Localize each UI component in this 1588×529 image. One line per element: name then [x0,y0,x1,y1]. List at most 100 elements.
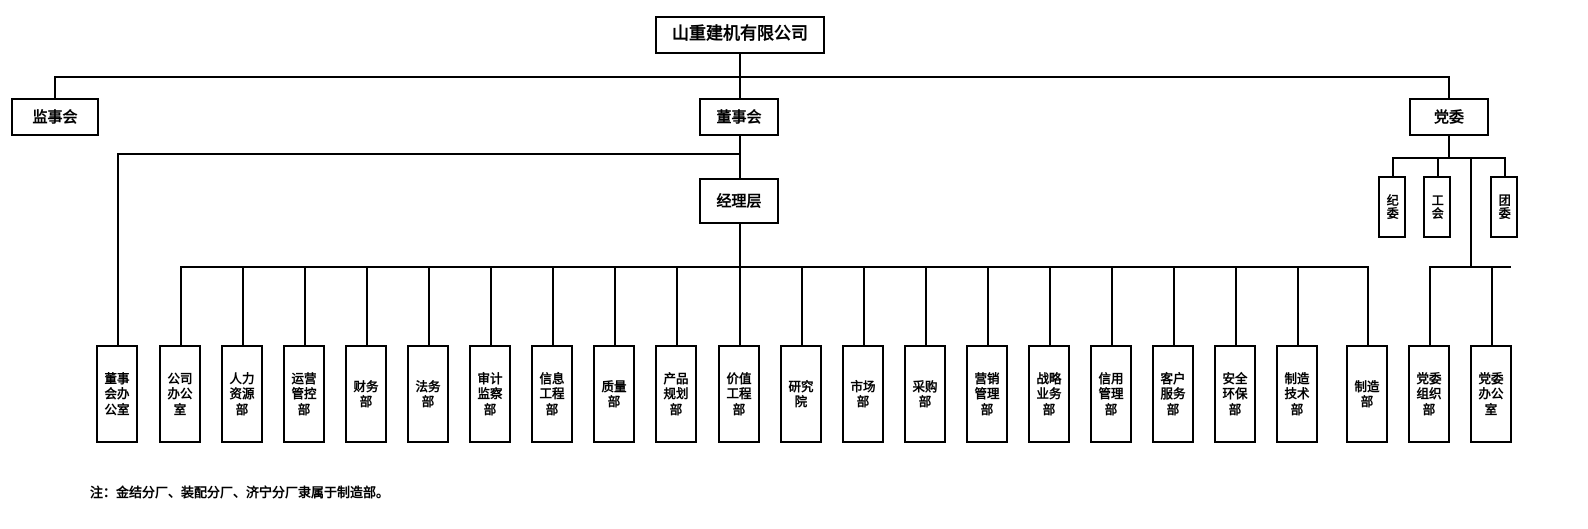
node-dept-human-resources[interactable]: 人力资源部 [221,345,263,443]
connector-dept-drop [1111,266,1113,345]
connector-dept-drop [676,266,678,345]
node-label: 制造部 [1354,378,1380,409]
node-dept-research-institute[interactable]: 研究院 [780,345,822,443]
connector-drop-party [1448,76,1450,98]
connector-party-to-depts [1470,157,1472,268]
node-label: 纪委 [1385,194,1400,220]
node-dept-market[interactable]: 市场部 [842,345,884,443]
node-dept-marketing-management[interactable]: 营销管理部 [966,345,1008,443]
connector-dept-drop [1049,266,1051,345]
connector-dept-drop [614,266,616,345]
node-dept-procurement[interactable]: 采购部 [904,345,946,443]
connector-party-department-bus [1429,266,1511,268]
connector-dept-drop [304,266,306,345]
node-dept-quality[interactable]: 质量部 [593,345,635,443]
connector-dept-drop [801,266,803,345]
node-label: 质量部 [601,378,627,409]
node-label: 财务部 [353,378,379,409]
node-label: 审计监察部 [477,371,503,417]
connector-board-to-management [739,153,741,178]
node-board-of-directors[interactable]: 董事会 [699,98,779,136]
connector-drop-supervisory [54,76,56,98]
node-label: 市场部 [850,378,876,409]
connector-dept-drop [739,266,741,345]
node-dept-strategic-business[interactable]: 战略业务部 [1028,345,1070,443]
node-discipline-committee[interactable]: 纪委 [1378,176,1406,238]
connector-dept-drop [428,266,430,345]
node-label: 人力资源部 [229,371,255,417]
connector-drop-discipline [1392,157,1394,176]
node-youth-league-committee[interactable]: 团委 [1490,176,1518,238]
node-label: 价值工程部 [726,371,752,417]
connector-dept-drop [242,266,244,345]
node-label: 公司办公室 [167,371,193,417]
connector-dept-drop [1235,266,1237,345]
node-labor-union[interactable]: 工会 [1423,176,1451,238]
node-label: 营销管理部 [974,371,1000,417]
connector-dept-drop [552,266,554,345]
node-dept-finance[interactable]: 财务部 [345,345,387,443]
connector-drop-board [739,76,741,98]
node-label: 董事会 [716,107,762,126]
node-management-layer[interactable]: 经理层 [699,178,779,224]
connector-management-stem [739,224,741,268]
connector-party-dept-drop [1429,266,1431,345]
connector-dept-drop [925,266,927,345]
node-label: 党委组织部 [1416,371,1442,417]
connector-dept-drop [180,266,182,345]
node-dept-audit-supervision[interactable]: 审计监察部 [469,345,511,443]
connector-dept-drop [1297,266,1299,345]
node-dept-customer-service[interactable]: 客户服务部 [1152,345,1194,443]
node-label: 经理层 [716,191,762,210]
node-label: 客户服务部 [1160,371,1186,417]
node-dept-operations-control[interactable]: 运营管控部 [283,345,325,443]
node-label: 信用管理部 [1098,371,1124,417]
node-dept-value-engineering[interactable]: 价值工程部 [718,345,760,443]
node-label: 战略业务部 [1036,371,1062,417]
node-label: 工会 [1430,194,1445,220]
node-dept-safety-environment[interactable]: 安全环保部 [1214,345,1256,443]
node-label: 采购部 [912,378,938,409]
footnote-text: 注：金结分厂、装配分厂、济宁分厂隶属于制造部。 [90,486,390,501]
node-dept-party-organization[interactable]: 党委组织部 [1408,345,1450,443]
connector-party-dept-drop [1491,266,1493,345]
connector-board-office-bus [117,153,741,155]
node-label: 董事会办公室 [104,371,130,417]
node-label: 山重建机有限公司 [672,24,808,45]
connector-dept-drop [490,266,492,345]
node-label: 研究院 [788,378,814,409]
node-supervisory-board[interactable]: 监事会 [11,98,99,136]
connector-party-stem [1448,136,1450,158]
node-root-company[interactable]: 山重建机有限公司 [655,16,825,54]
node-dept-manufacturing[interactable]: 制造部 [1346,345,1388,443]
connector-dept-drop [1367,266,1369,345]
node-dept-party-office[interactable]: 党委办公室 [1470,345,1512,443]
node-label: 制造技术部 [1284,371,1310,417]
node-dept-legal-affairs[interactable]: 法务部 [407,345,449,443]
connector-level2-bus [54,76,1449,78]
connector-drop-youth-league [1504,157,1506,176]
connector-board-to-office-stem [739,136,741,155]
connector-party-sub-bus [1392,157,1505,159]
connector-department-bus [180,266,1368,268]
node-dept-product-planning[interactable]: 产品规划部 [655,345,697,443]
node-dept-information-engineering[interactable]: 信息工程部 [531,345,573,443]
node-dept-company-office[interactable]: 公司办公室 [159,345,201,443]
node-dept-manufacturing-technology[interactable]: 制造技术部 [1276,345,1318,443]
node-dept-credit-management[interactable]: 信用管理部 [1090,345,1132,443]
node-label: 法务部 [415,378,441,409]
connector-dept-drop [987,266,989,345]
connector-dept-drop [366,266,368,345]
connector-dept-drop [863,266,865,345]
node-label: 安全环保部 [1222,371,1248,417]
connector-root-stem [739,54,741,77]
node-party-committee[interactable]: 党委 [1409,98,1489,136]
node-dept-board-office[interactable]: 董事会办公室 [96,345,138,443]
connector-dept-drop [1173,266,1175,345]
node-label: 运营管控部 [291,371,317,417]
node-label: 党委 [1433,107,1464,126]
connector-drop-union [1437,157,1439,176]
node-label: 党委办公室 [1478,371,1504,417]
connector-board-office-drop [117,153,119,345]
